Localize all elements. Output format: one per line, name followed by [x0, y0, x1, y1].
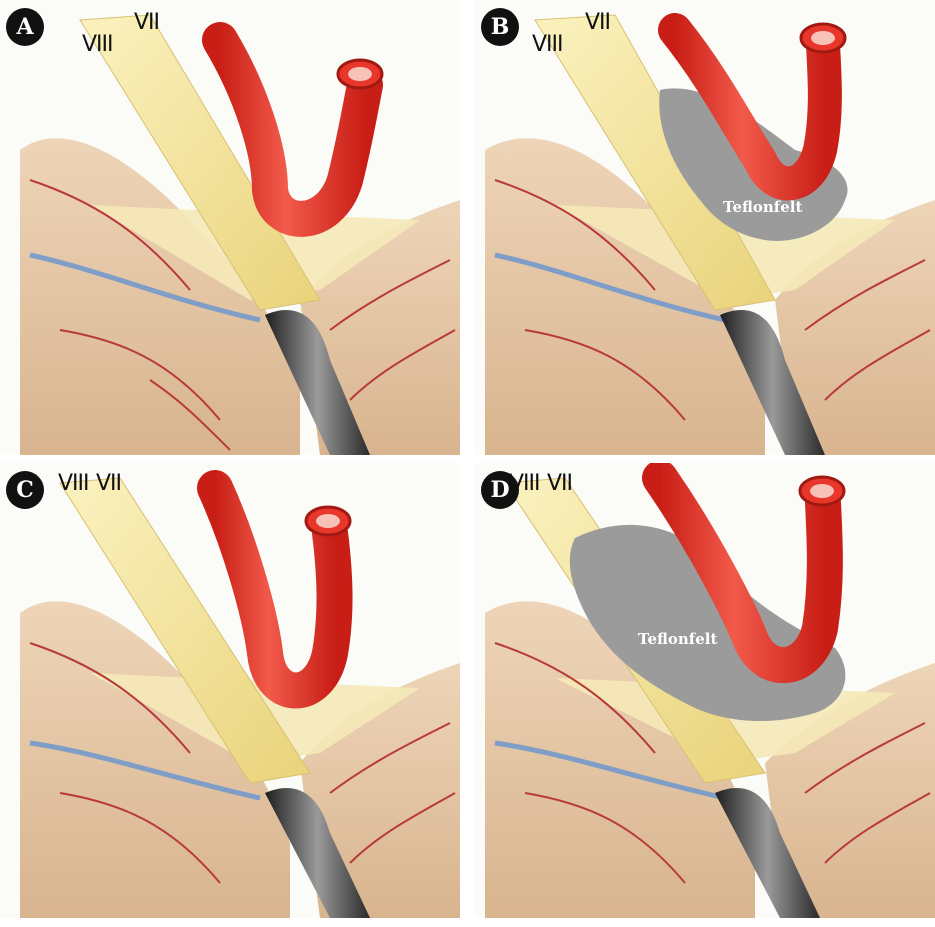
- retractor: [265, 310, 370, 455]
- artery-loop: [197, 470, 353, 709]
- nerve-label-vii: VII: [585, 10, 611, 35]
- artery-loop: [202, 22, 383, 237]
- vein: [29, 252, 261, 323]
- nerve-label-vii: VII: [96, 471, 122, 496]
- artery-lumen-inner: [810, 484, 834, 498]
- nerve-label-viii: VIII: [58, 471, 90, 496]
- nerve-label-vii: VII: [134, 10, 160, 35]
- teflon-felt-label: Teflonfelt: [638, 630, 718, 648]
- nerve-label-viii: VIII: [509, 471, 541, 496]
- nerve-bundle: [79, 14, 321, 311]
- artery-lumen-inner: [348, 67, 372, 81]
- cerebellum-left: [485, 138, 765, 455]
- nerve-label-viii: VIII: [82, 32, 114, 57]
- retractor: [715, 787, 820, 918]
- vein: [29, 740, 261, 801]
- nerve-label-viii: VIII: [532, 32, 564, 57]
- vein: [494, 252, 726, 323]
- artery-lumen-inner: [316, 514, 340, 528]
- panel-letter: A: [6, 8, 44, 46]
- surface-vessels: [494, 642, 931, 884]
- nerve-bundle: [534, 14, 776, 311]
- cerebellum-left: [485, 601, 755, 918]
- artery-loop: [642, 463, 843, 683]
- panel-letter: D: [481, 471, 519, 509]
- surface-vessels: [29, 179, 456, 451]
- panel-a: A VIII VII: [0, 0, 460, 455]
- cerebellum-left: [20, 138, 300, 455]
- panel-d-illustration: [475, 463, 935, 918]
- nerve-bundle: [59, 477, 311, 784]
- panel-letter: C: [6, 471, 44, 509]
- vein: [494, 740, 726, 801]
- artery-loop: [658, 13, 842, 201]
- nerve-label-vii: VII: [547, 471, 573, 496]
- panel-b: B VIII VII Teflonfelt: [475, 0, 935, 455]
- panel-d: D VIII VII Teflonfelt: [475, 463, 935, 918]
- retractor: [265, 787, 370, 918]
- artery-lumen-inner: [811, 31, 835, 45]
- surface-vessels: [494, 179, 931, 421]
- retractor: [720, 310, 825, 455]
- surface-vessels: [29, 642, 456, 884]
- teflon-felt-label: Teflonfelt: [723, 198, 803, 216]
- cerebellum-left: [20, 601, 290, 918]
- panel-letter: B: [481, 8, 519, 46]
- panel-a-illustration: [0, 0, 460, 455]
- panel-c-illustration: [0, 463, 460, 918]
- panel-c: C VIII VII: [0, 463, 460, 918]
- panel-b-illustration: [475, 0, 935, 455]
